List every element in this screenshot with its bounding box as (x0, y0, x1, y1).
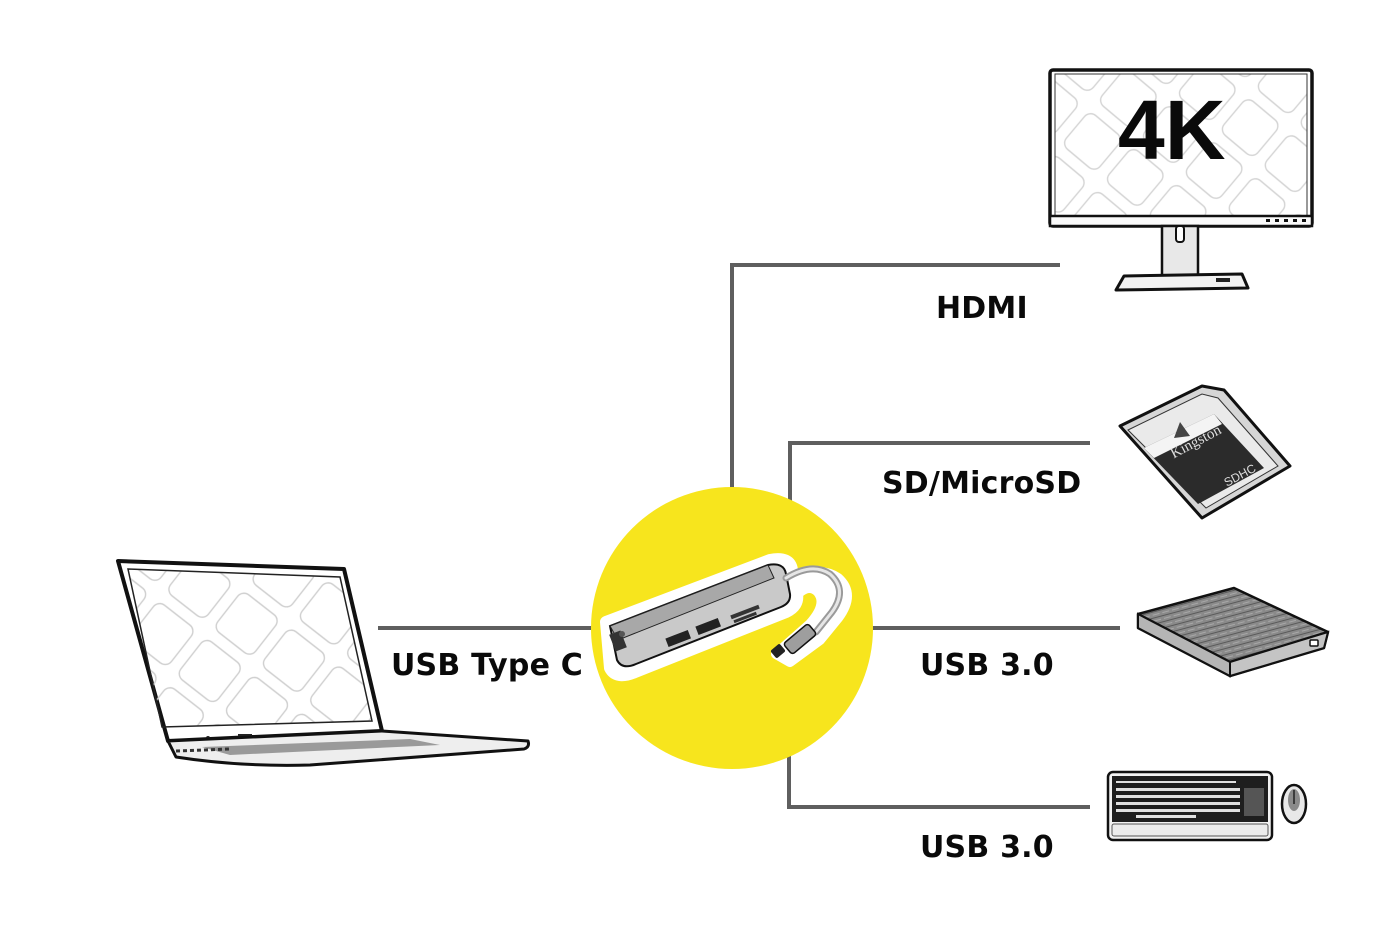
monitor-icon (1048, 68, 1314, 292)
usb-hub-icon (600, 553, 852, 682)
label-usb-3-keyboard: USB 3.0 (920, 830, 1054, 865)
keyboard-keys (1116, 781, 1264, 818)
connector-hdmi-vertical (730, 263, 734, 495)
connector-usb-drive (872, 626, 1120, 630)
connector-sd-horizontal (788, 441, 1090, 445)
label-usb-3-drive: USB 3.0 (920, 648, 1054, 683)
label-usb-type-c: USB Type C (391, 648, 584, 683)
keyboard-mouse-icon (1106, 770, 1308, 842)
label-hdmi: HDMI (936, 291, 1028, 326)
sd-card-icon (1118, 384, 1292, 520)
label-sd-microsd: SD/MicroSD (882, 466, 1082, 501)
connector-usb-keyboard-horizontal (787, 805, 1090, 809)
laptop-icon (116, 559, 530, 767)
connector-sd-vertical (788, 441, 792, 511)
monitor-screen-text: 4K (1118, 83, 1226, 177)
monitor-buttons (1266, 219, 1306, 222)
connector-hdmi-horizontal (730, 263, 1060, 267)
hard-drive-icon (1136, 586, 1330, 678)
connector-laptop-hub (378, 626, 592, 630)
connector-usb-keyboard-vertical (787, 755, 791, 809)
